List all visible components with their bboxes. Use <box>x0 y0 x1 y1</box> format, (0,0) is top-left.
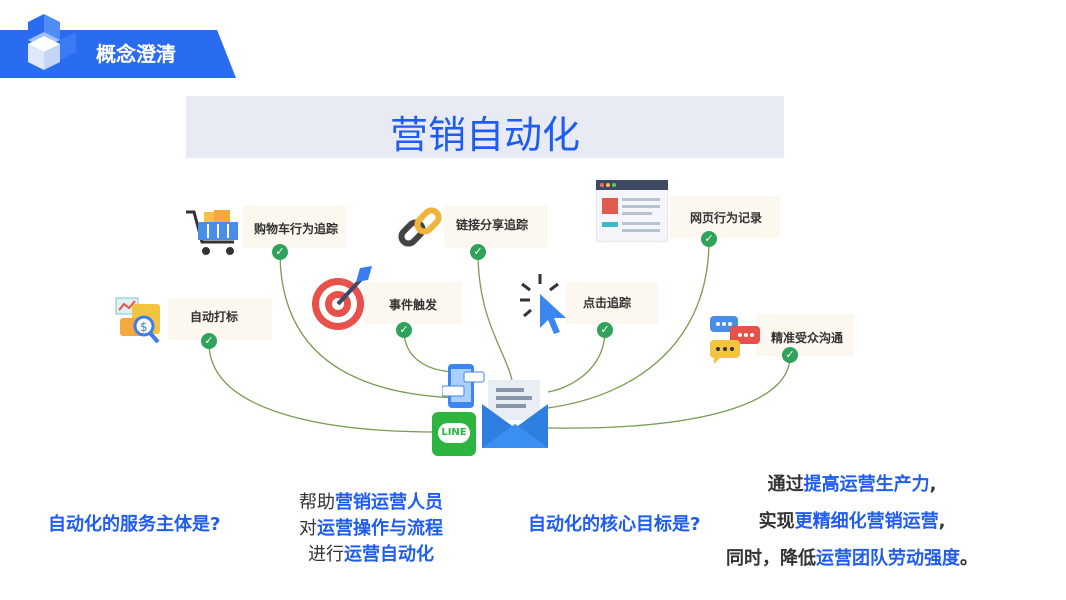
answer-core-goal: 通过提高运营生产力, 实现更精细化营销运营, 同时，降低运营团队劳动强度。 <box>700 466 1004 577</box>
answer-text: 进行 <box>308 544 344 565</box>
node-label-tag: 自动打标 <box>190 310 239 324</box>
answer-text: , <box>938 511 946 532</box>
node-card-audience <box>756 314 854 356</box>
webpage-icon <box>596 180 668 242</box>
answer-text: 实现 <box>758 511 795 532</box>
node-card-event <box>364 282 462 324</box>
check-icon: ✓ <box>272 244 288 260</box>
cursor-click-icon <box>520 274 566 334</box>
cube-logo-icon <box>28 14 76 70</box>
node-label-click: 点击追踪 <box>583 296 632 310</box>
node-card-click <box>566 282 658 324</box>
main-title: 营销自动化 <box>389 113 580 157</box>
chat-bubbles-icon <box>710 316 760 364</box>
node-card-tag <box>168 298 272 340</box>
answer-highlight: 运营操作与流程 <box>317 518 443 539</box>
check-icon: ✓ <box>201 333 217 349</box>
main-title-box: 营销自动化 <box>186 96 784 158</box>
line-app-icon: LINE <box>432 412 476 456</box>
answer-text: 通过 <box>767 474 804 495</box>
shopping-cart-icon <box>186 210 238 255</box>
envelope-icon <box>482 380 548 448</box>
check-icon: ✓ <box>701 231 717 247</box>
question-core-goal: 自动化的核心目标是? <box>528 514 701 535</box>
node-card-cart <box>243 206 347 248</box>
question-service-subject: 自动化的服务主体是? <box>48 514 221 535</box>
answer-text: , <box>929 474 937 495</box>
node-label-webpage: 网页行为记录 <box>690 211 763 225</box>
answer-text: 。 <box>960 548 978 569</box>
section-title: 概念澄清 <box>96 42 176 66</box>
node-label-link: 链接分享追踪 <box>456 218 529 232</box>
mobile-phone-icon <box>442 364 485 408</box>
answer-service-subject: 帮助营销运营人员 对运营操作与流程 进行运营自动化 <box>260 490 482 568</box>
node-card-link <box>444 206 548 248</box>
check-icon: ✓ <box>396 322 412 338</box>
node-label-cart: 购物车行为追踪 <box>254 222 339 236</box>
answer-text: 同时，降低 <box>726 548 816 569</box>
check-icon: ✓ <box>470 244 486 260</box>
answer-highlight: 运营团队劳动强度 <box>816 548 960 569</box>
check-icon: ✓ <box>597 322 613 338</box>
answer-highlight: 提高运营生产力 <box>803 474 930 495</box>
answer-highlight: 营销运营人员 <box>335 492 443 513</box>
chain-link-icon <box>398 207 442 247</box>
svg-text:$: $ <box>140 320 148 334</box>
answer-highlight: 更精细化营销运营 <box>794 511 939 532</box>
node-label-audience: 精准受众沟通 <box>771 331 844 345</box>
line-logo-text: LINE <box>438 423 470 443</box>
finance-tag-icon: $ <box>115 297 160 344</box>
check-icon: ✓ <box>782 347 798 363</box>
node-card-webpage <box>670 196 780 238</box>
answer-text: 帮助 <box>299 492 335 513</box>
node-label-event: 事件触发 <box>389 298 438 312</box>
answer-text: 对 <box>299 518 317 539</box>
answer-highlight: 运营自动化 <box>344 544 434 565</box>
target-icon <box>312 266 372 330</box>
